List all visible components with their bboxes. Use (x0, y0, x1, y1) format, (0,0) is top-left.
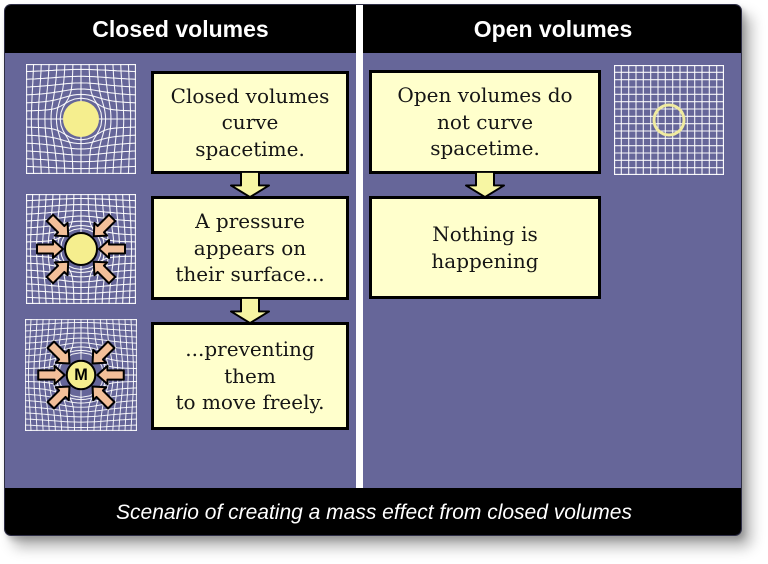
box-text: Closed volumes curve spacetime. (170, 83, 330, 161)
nothing-happening-box: Nothing is happening (369, 196, 601, 299)
down-arrow-icon (465, 171, 505, 198)
diagram-panel: Closed volumes Open volumes M Closed vol… (4, 4, 742, 536)
column-divider (356, 5, 363, 488)
curved-spacetime-grid (25, 64, 137, 174)
preventing-move-box: ...preventing them to move freely. (151, 322, 349, 430)
box-text: ...preventing them to move freely. (175, 337, 325, 415)
svg-text:M: M (74, 366, 88, 384)
mass-sphere-grid: M (25, 319, 137, 431)
open-not-curve-box: Open volumes do not curve spacetime. (369, 70, 601, 174)
box-text: Open volumes do not curve spacetime. (397, 83, 573, 161)
closed-curve-spacetime-box: Closed volumes curve spacetime. (151, 71, 349, 174)
closed-volumes-header: Closed volumes (5, 5, 356, 53)
caption-text: Scenario of creating a mass effect from … (116, 501, 632, 524)
pressure-appears-box: A pressure appears on their surface... (151, 196, 349, 300)
down-arrow-icon (230, 171, 270, 198)
pressure-sphere-grid (25, 194, 137, 304)
open-volumes-header: Open volumes (363, 5, 741, 53)
box-text: Nothing is happening (431, 222, 539, 273)
flat-spacetime-grid (614, 65, 724, 175)
box-text: A pressure appears on their surface... (175, 209, 325, 287)
down-arrow-icon (230, 297, 270, 324)
caption-bar: Scenario of creating a mass effect from … (5, 488, 741, 535)
